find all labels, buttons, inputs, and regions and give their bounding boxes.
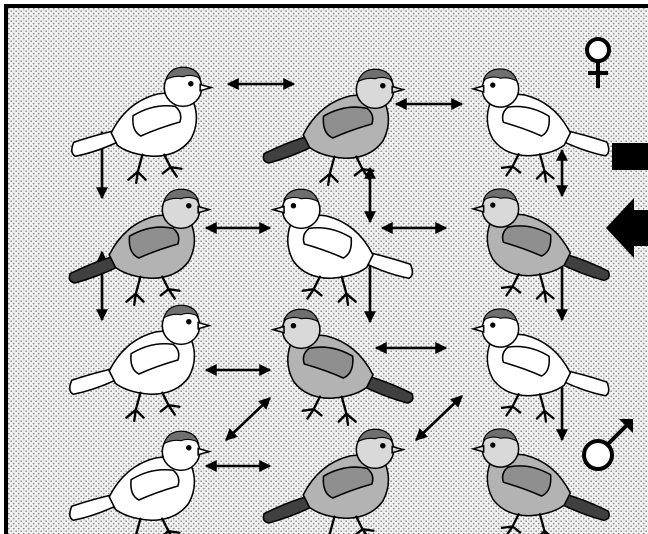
female-symbol-icon bbox=[585, 37, 611, 88]
outgoing-arrow bbox=[612, 143, 648, 170]
male-symbol-icon bbox=[582, 419, 633, 471]
incoming-arrow bbox=[606, 198, 648, 258]
double-arrow-r4c2-r3c3 bbox=[415, 395, 463, 441]
double-arrow-r3c1-r4c2 bbox=[225, 397, 271, 441]
